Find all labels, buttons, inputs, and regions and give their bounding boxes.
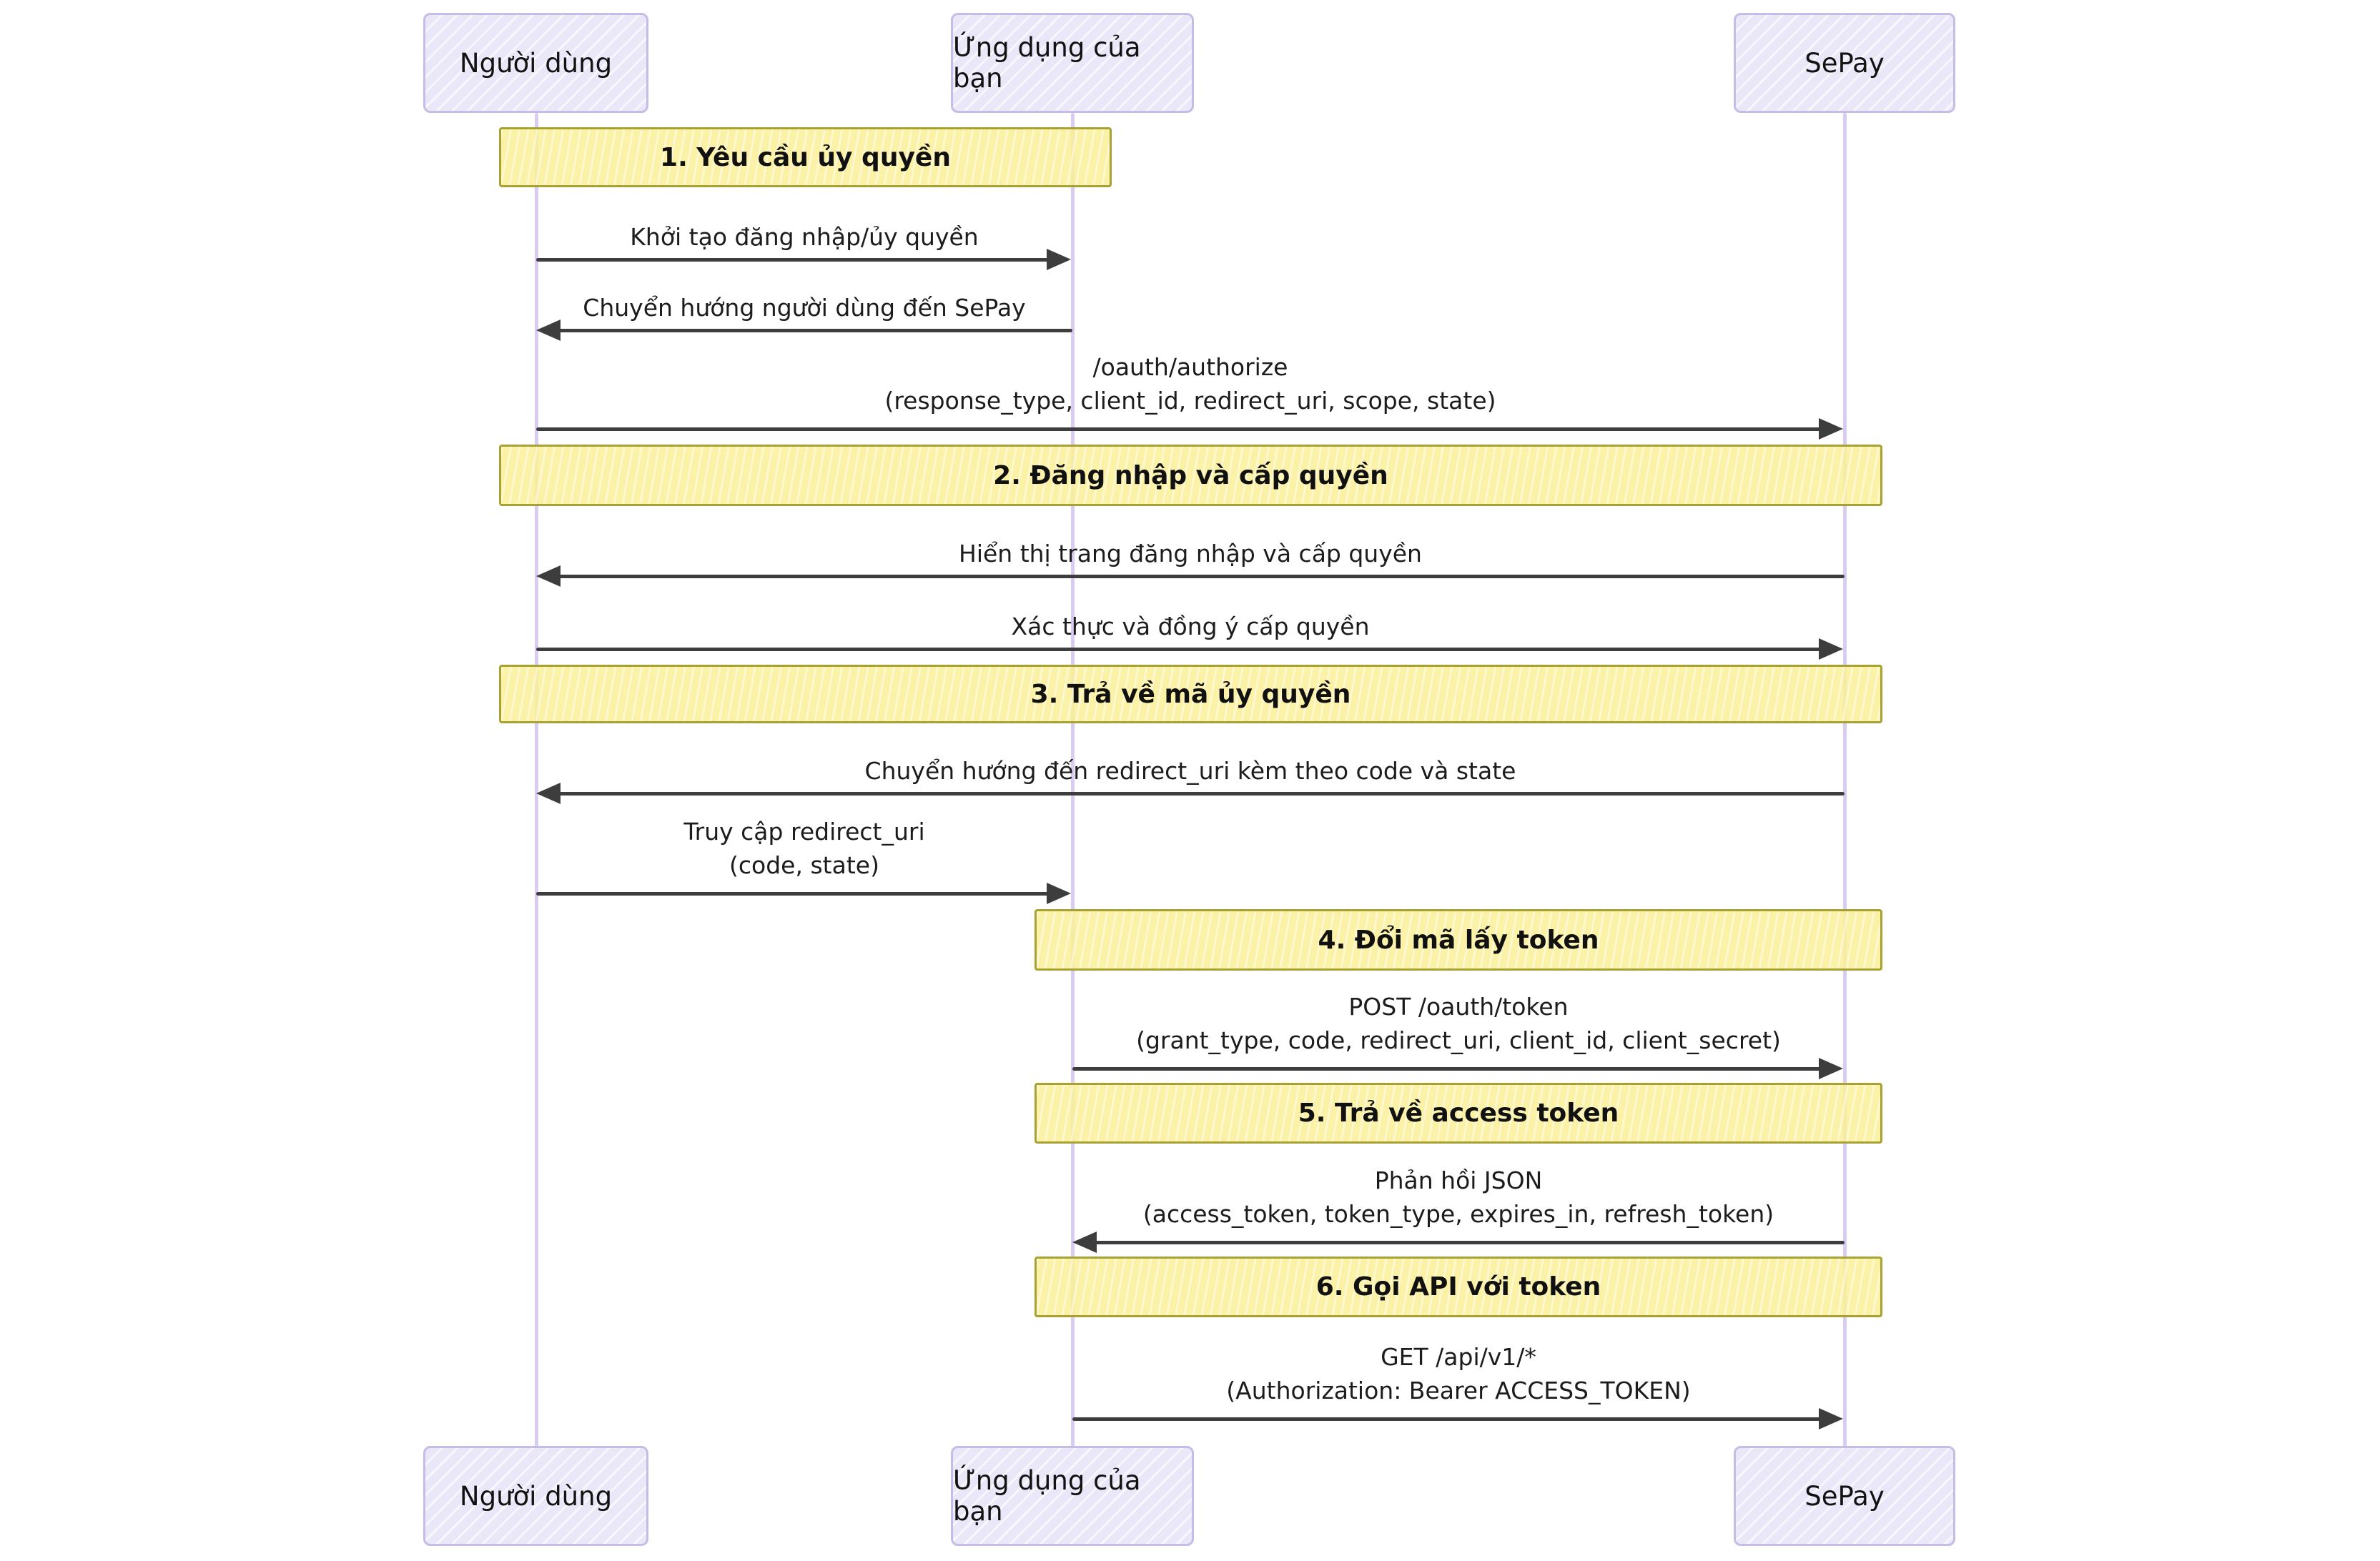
actor-app-bottom: Ứng dụng của bạn [951,1446,1194,1546]
actor-user-label: Người dùng [459,1480,613,1512]
actor-sepay-label: SePay [1804,1480,1885,1512]
message-1-line [536,258,1050,262]
message-9-arrowhead [1072,1232,1097,1253]
section-banner-6-label: 6. Gọi API với token [1315,1272,1601,1302]
actor-sepay-label: SePay [1804,47,1885,79]
section-banner-3: 3. Trả về mã ủy quyền [499,665,1882,723]
message-7-label: Truy cập redirect_uri (code, state) [683,818,925,879]
message-8-label: POST /oauth/token (grant_type, code, red… [1136,993,1781,1054]
message-1-label: Khởi tạo đăng nhập/ủy quyền [630,223,979,251]
message-10-label: GET /api/v1/* (Authorization: Bearer ACC… [1226,1343,1691,1404]
message-10-line [1072,1417,1822,1421]
message-9-label: Phản hồi JSON (access_token, token_type,… [1142,1166,1774,1228]
section-banner-2: 2. Đăng nhập và cấp quyền [499,445,1882,506]
message-5-label: Xác thực và đồng ý cấp quyền [1011,613,1370,640]
lifeline-sepay [1843,113,1847,1447]
section-banner-5-label: 5. Trả về access token [1298,1099,1619,1128]
message-4-label: Hiển thị trang đăng nhập và cấp quyền [959,540,1422,568]
message-7-line [536,892,1050,896]
section-banner-5: 5. Trả về access token [1035,1083,1882,1144]
section-banner-1: 1. Yêu cầu ủy quyền [499,127,1112,187]
message-4-line [559,575,1845,578]
message-2-line [559,329,1072,332]
actor-sepay-top: SePay [1734,13,1955,113]
actor-app-top: Ứng dụng của bạn [951,13,1194,113]
message-3-arrowhead [1819,418,1843,440]
message-10-arrowhead [1819,1408,1843,1429]
message-6-label: Chuyển hướng đến redirect_uri kèm theo c… [864,757,1516,785]
actor-user-top: Người dùng [423,13,648,113]
message-2-arrowhead [536,319,561,341]
section-banner-4-label: 4. Đổi mã lấy token [1318,925,1599,955]
section-banner-1-label: 1. Yêu cầu ủy quyền [660,142,951,172]
message-8-arrowhead [1819,1058,1843,1079]
message-8-line [1072,1067,1822,1071]
message-7-arrowhead [1047,883,1071,904]
message-3-line [536,427,1822,431]
message-3-label: /oauth/authorize (response_type, client_… [884,353,1496,415]
message-5-arrowhead [1819,638,1843,660]
actor-user-bottom: Người dùng [423,1446,648,1546]
actor-app-label: Ứng dụng của bạn [953,1465,1141,1527]
section-banner-3-label: 3. Trả về mã ủy quyền [1030,679,1351,709]
message-6-arrowhead [536,783,561,804]
actor-app-label: Ứng dụng của bạn [953,32,1141,94]
message-4-arrowhead [536,565,561,587]
message-9-line [1095,1241,1845,1244]
lifeline-user [535,113,538,1447]
message-6-line [559,792,1845,796]
message-5-line [536,648,1822,651]
message-2-label: Chuyển hướng người dùng đến SePay [583,294,1026,322]
section-banner-4: 4. Đổi mã lấy token [1035,909,1882,971]
actor-sepay-bottom: SePay [1734,1446,1955,1546]
section-banner-2-label: 2. Đăng nhập và cấp quyền [993,460,1388,490]
message-1-arrowhead [1047,249,1071,270]
actor-user-label: Người dùng [459,47,613,79]
section-banner-6: 6. Gọi API với token [1035,1257,1882,1317]
lifeline-app [1071,113,1075,1447]
